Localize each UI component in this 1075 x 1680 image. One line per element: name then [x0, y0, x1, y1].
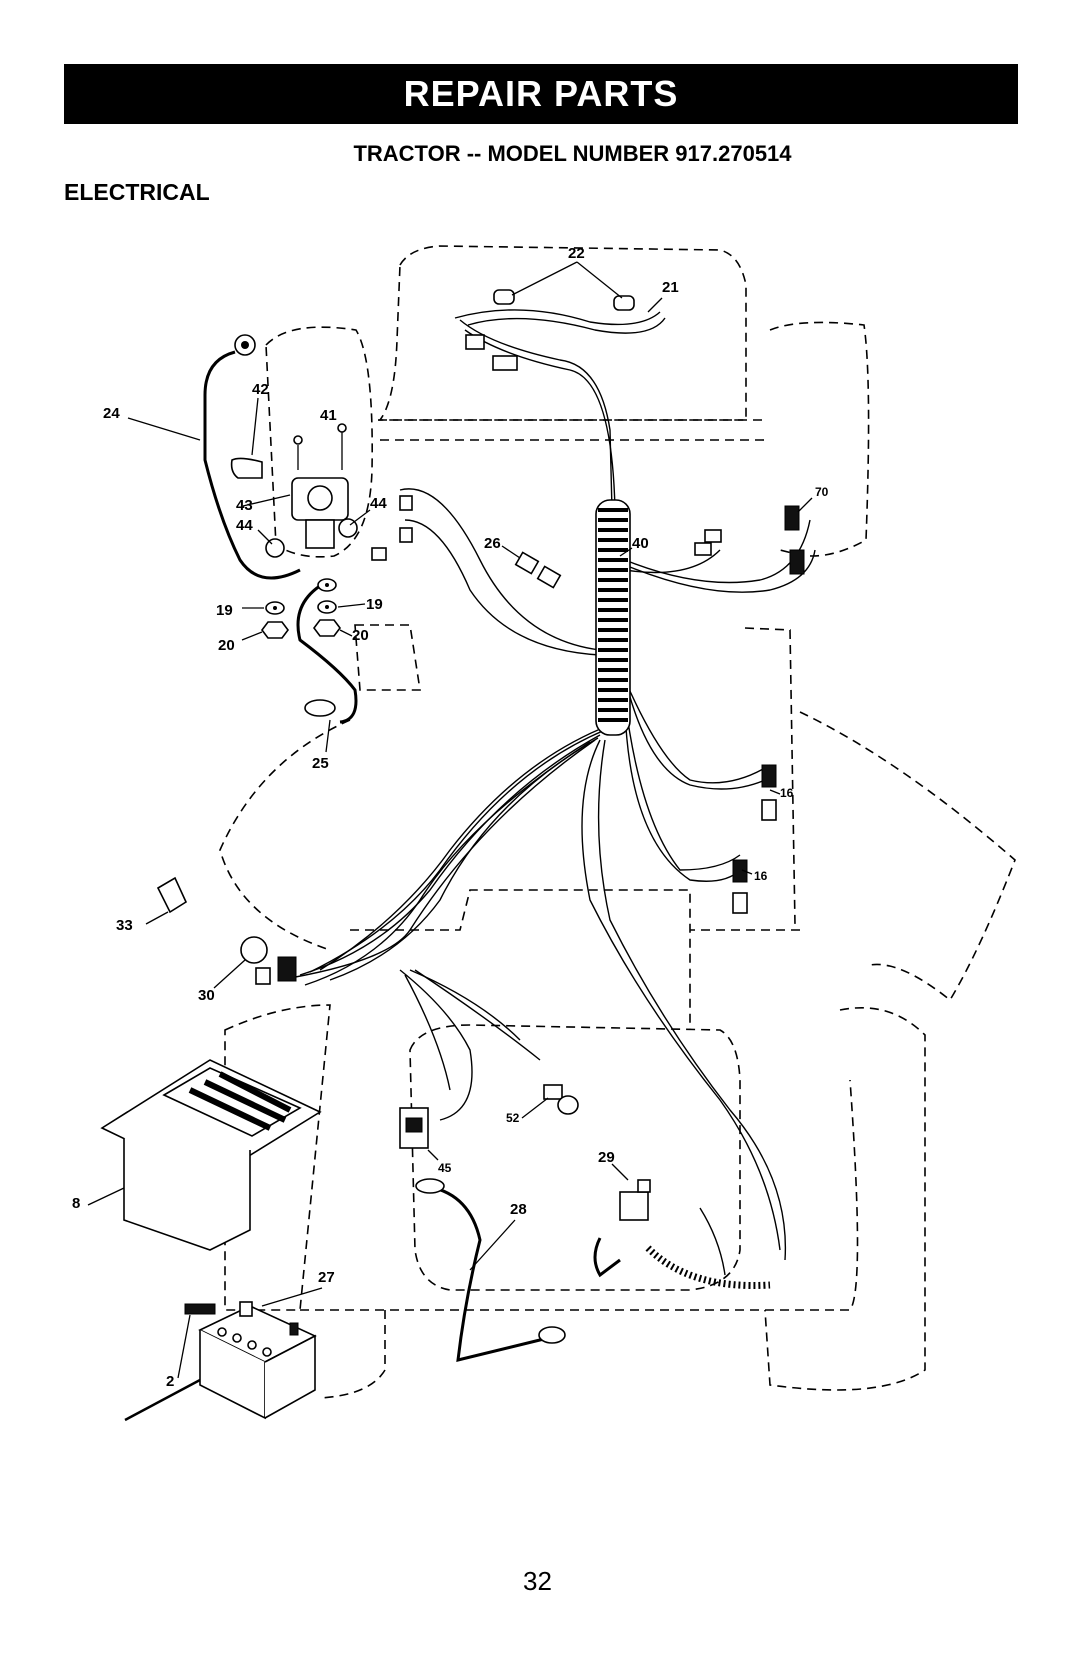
callout-44-left: 44 — [236, 517, 253, 534]
callout-20-left: 20 — [218, 637, 235, 654]
switches — [158, 878, 296, 984]
wire-harness — [290, 310, 815, 1260]
callout-8: 8 — [72, 1195, 80, 1212]
callout-2: 2 — [166, 1373, 174, 1390]
callout-41: 41 — [320, 407, 337, 424]
wire-loom — [596, 500, 630, 735]
callout-52: 52 — [506, 1111, 520, 1125]
callout-26: 26 — [484, 535, 501, 552]
callout-70: 70 — [815, 485, 829, 499]
callout-30: 30 — [198, 987, 215, 1004]
callout-40: 40 — [632, 535, 649, 552]
callout-20-right: 20 — [352, 627, 369, 644]
callout-45: 45 — [438, 1161, 452, 1175]
callout-27: 27 — [318, 1269, 335, 1286]
callout-24: 24 — [103, 405, 120, 422]
battery-cable-24 — [205, 335, 300, 578]
callout-33: 33 — [116, 917, 133, 934]
battery — [185, 1302, 315, 1418]
callout-leaders — [88, 262, 812, 1420]
battery-tray — [102, 1060, 320, 1250]
callout-19-left: 19 — [216, 602, 233, 619]
callout-44-right: 44 — [370, 495, 387, 512]
page-number: 32 — [0, 1566, 1075, 1597]
starter-solenoid — [232, 424, 357, 557]
callout-43: 43 — [236, 497, 253, 514]
callout-16-upper: 16 — [780, 786, 794, 800]
callout-29: 29 — [598, 1149, 615, 1166]
callout-28: 28 — [510, 1201, 527, 1218]
callout-25: 25 — [312, 755, 329, 772]
lower-components — [400, 1085, 770, 1360]
tractor-outline — [220, 246, 1015, 1398]
callout-19-right: 19 — [366, 596, 383, 613]
callout-22: 22 — [568, 245, 585, 262]
callout-16-lower: 16 — [754, 869, 768, 883]
callout-42: 42 — [252, 381, 269, 398]
callout-21: 21 — [662, 279, 679, 296]
connectors — [372, 496, 804, 913]
